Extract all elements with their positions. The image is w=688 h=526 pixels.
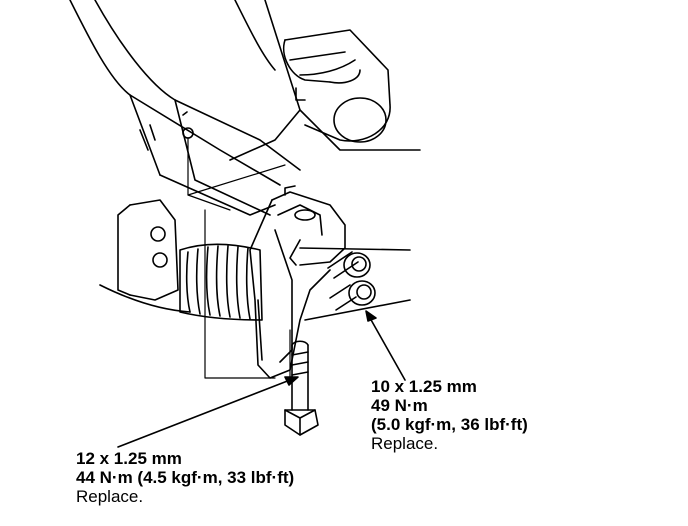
leader-arrow-upper bbox=[365, 310, 406, 381]
lower-bolt-torque-callout: 12 x 1.25 mm 44 N·m (4.5 kgf·m, 33 lbf·f… bbox=[76, 449, 294, 506]
bellows-boot bbox=[179, 243, 411, 321]
strut-cylinder bbox=[283, 29, 391, 143]
lower-bolt-size: 12 x 1.25 mm bbox=[76, 449, 182, 468]
lower-bolt-note: Replace. bbox=[76, 487, 144, 506]
lower-bolt-torque: 44 N·m (4.5 kgf·m, 33 lbf·ft) bbox=[76, 468, 295, 487]
upper-bolt-note: Replace. bbox=[371, 434, 439, 453]
upper-bolt-2 bbox=[329, 280, 376, 311]
guide-lines bbox=[187, 137, 291, 379]
knuckle-bracket bbox=[249, 185, 346, 379]
upper-bolts-torque-callout: 10 x 1.25 mm 49 N·m (5.0 kgf·m, 36 lbf·f… bbox=[371, 377, 528, 453]
left-bracket bbox=[99, 199, 191, 313]
upper-bolt-torque-alt: (5.0 kgf·m, 36 lbf·ft) bbox=[371, 415, 528, 434]
upper-bolt-1 bbox=[327, 251, 371, 279]
lower-bolt bbox=[284, 340, 319, 436]
leader-arrow-lower bbox=[117, 376, 299, 448]
upper-bolt-size: 10 x 1.25 mm bbox=[371, 377, 477, 396]
upper-bolt-torque-nm: 49 N·m bbox=[371, 396, 428, 415]
frame-member bbox=[69, 0, 421, 216]
